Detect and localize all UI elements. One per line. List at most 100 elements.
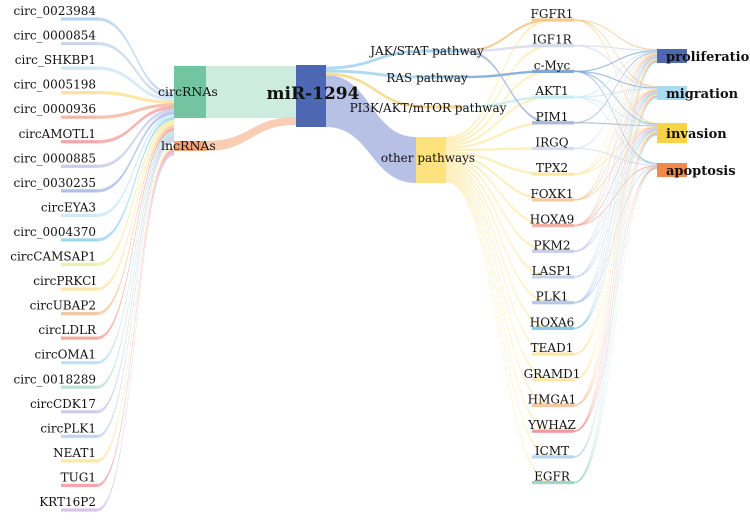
flow-other-to-c-myc <box>446 70 552 144</box>
flow-akt1-to-migration <box>574 88 657 98</box>
target-marker-igf1r <box>532 44 574 48</box>
source-label-circprkci: circPRKCI <box>33 274 96 288</box>
flow-akt1-to-apoptosis <box>574 96 657 165</box>
labels-layer: circ_0023984circ_0000854circ_SHKBP1circ_… <box>10 4 750 509</box>
source-marker-circ-0018289 <box>61 385 97 389</box>
target-label-icmt: ICMT <box>535 444 569 458</box>
target-marker-tead1 <box>532 352 574 356</box>
flow-other-to-fgfr1 <box>446 18 552 140</box>
target-label-gramd1: GRAMD1 <box>524 367 581 381</box>
flow-hmga1-to-migration <box>574 95 657 407</box>
flow-hmga1-to-invasion <box>574 132 657 407</box>
source-marker-circ-shkbp1 <box>61 66 97 70</box>
flow-plk1-to-invasion <box>574 129 657 304</box>
nodes-layer <box>61 17 687 512</box>
flow-circ-0000936 <box>97 103 174 119</box>
flow-other-to-pim1 <box>446 121 552 149</box>
node-other-pathways <box>416 137 446 183</box>
flow-circeya3 <box>97 114 174 217</box>
flow-gramd1-to-invasion <box>574 131 657 381</box>
flow-hoxa9-to-migration <box>574 90 657 227</box>
flow-circ-0018289 <box>97 133 174 389</box>
node-migration <box>657 86 687 100</box>
flow-krt16p2 <box>97 152 174 512</box>
flow-irgq-to-apoptosis <box>574 147 657 166</box>
flow-hoxa9-to-proliferation <box>574 54 657 227</box>
flow-other-to-hoxa9 <box>446 156 552 227</box>
source-marker-tug1 <box>61 483 97 488</box>
node-jak-stat-pathway <box>426 49 464 53</box>
flow-icmt-to-migration <box>574 96 657 458</box>
source-label-circ-shkbp1: circ_SHKBP1 <box>15 53 96 67</box>
target-marker-foxk1 <box>532 198 574 202</box>
target-label-hoxa9: HOXA9 <box>530 213 575 227</box>
source-label-circoma1: circOMA1 <box>35 348 96 362</box>
target-label-c-myc: c-Myc <box>534 58 571 72</box>
flow-other-to-igf1r <box>446 44 552 142</box>
target-label-tpx2: TPX2 <box>536 161 568 175</box>
flow-irgq-to-proliferation <box>574 52 657 150</box>
source-label-circcamsap1: circCAMSAP1 <box>10 250 96 264</box>
target-marker-ywhaz <box>532 429 574 433</box>
flow-egfr-to-proliferation <box>574 61 657 484</box>
flow-lncrnas-to-mir <box>206 117 296 151</box>
source-marker-circ-0004370 <box>61 238 97 242</box>
source-marker-circcdk17 <box>61 410 97 414</box>
flow-ywhaz-to-migration <box>574 95 657 432</box>
target-marker-akt1 <box>532 95 574 99</box>
flows-layer <box>97 17 657 512</box>
flow-other-to-pkm2 <box>446 158 552 253</box>
flow-c-myc-to-apoptosis <box>574 70 657 165</box>
flow-icmt-to-proliferation <box>574 60 657 458</box>
flow-gramd1-to-proliferation <box>574 58 657 381</box>
flow-gramd1-to-migration <box>574 94 657 381</box>
flow-lasp1-to-invasion <box>574 128 657 278</box>
group-label-circrnas: circRNAs <box>158 84 218 99</box>
flow-pathway-to-c-myc <box>464 70 552 79</box>
flow-other-to-hoxa6 <box>446 165 552 330</box>
flow-hmga1-to-apoptosis <box>574 166 657 407</box>
flow-plk1-to-proliferation <box>574 56 657 304</box>
source-label-circ-0030235: circ_0030235 <box>14 176 96 190</box>
flow-fgfr1-to-proliferation <box>574 19 657 51</box>
target-label-hoxa6: HOXA6 <box>530 315 575 329</box>
source-label-circcdk17: circCDK17 <box>30 397 96 411</box>
flow-c-myc-to-invasion <box>574 70 657 125</box>
source-marker-circldlr <box>61 336 97 340</box>
flow-tpx2-to-invasion <box>574 125 657 175</box>
flow-icmt-to-invasion <box>574 133 657 458</box>
source-label-circ-0004370: circ_0004370 <box>14 225 96 239</box>
flow-plk1-to-apoptosis <box>574 165 657 304</box>
flow-other-to-hmga1 <box>446 172 552 407</box>
flow-mir-to-pi3k <box>326 72 426 109</box>
outcome-label-invasion: invasion <box>666 127 727 142</box>
target-label-plk1: PLK1 <box>536 290 569 304</box>
flow-circprkci <box>97 122 174 291</box>
flow-akt1-to-proliferation <box>574 51 657 98</box>
flow-other-to-ywhaz <box>446 175 552 433</box>
node-lncrnas <box>174 141 206 151</box>
flow-tug1 <box>97 149 174 488</box>
flow-circ-0030235 <box>97 111 174 193</box>
flow-pkm2-to-invasion <box>574 127 657 252</box>
pathway-label-pi3k-akt-mtor-pathway: PI3K/AKT/mTOR pathway <box>350 101 507 115</box>
flow-pathway-to-igf1r <box>464 44 552 53</box>
flow-circ-0004370 <box>97 117 174 242</box>
target-marker-icmt <box>532 455 574 459</box>
source-label-circamotl1: circAMOTL1 <box>19 127 96 141</box>
source-marker-circeya3 <box>61 213 97 217</box>
source-marker-circcamsap1 <box>61 262 97 267</box>
source-label-circ-0000936: circ_0000936 <box>14 102 96 116</box>
flow-circ-0000854 <box>97 41 174 99</box>
flow-pkm2-to-proliferation <box>574 55 657 252</box>
flow-other-to-icmt <box>446 177 552 459</box>
flow-other-to-foxk1 <box>446 153 552 202</box>
source-label-circ-0018289: circ_0018289 <box>14 372 96 386</box>
node-circrnas <box>174 66 206 118</box>
source-label-circeya3: circEYA3 <box>41 200 96 214</box>
flow-akt1-to-invasion <box>574 96 657 126</box>
flow-foxk1-to-migration <box>574 89 657 201</box>
source-marker-circubap2 <box>61 312 97 316</box>
flow-hmga1-to-proliferation <box>574 59 657 407</box>
flow-circ-0005198 <box>97 91 174 104</box>
